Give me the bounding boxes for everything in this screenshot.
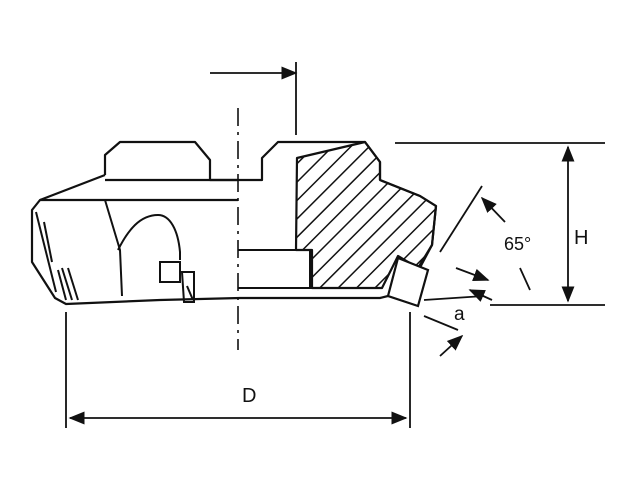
diameter-label: D bbox=[242, 385, 256, 407]
height-dimension bbox=[395, 142, 605, 306]
left-insert-pocket bbox=[35, 199, 195, 303]
angle-dimension bbox=[439, 185, 531, 291]
depth-dimension bbox=[423, 289, 493, 357]
section-hatched bbox=[294, 140, 438, 290]
top-dimension bbox=[210, 62, 298, 135]
height-label: H bbox=[574, 227, 588, 249]
depth-label: a bbox=[454, 304, 465, 325]
diameter-dimension bbox=[65, 312, 411, 428]
right-insert bbox=[386, 256, 430, 308]
angle-label: 65° bbox=[504, 234, 531, 254]
bore bbox=[238, 249, 382, 299]
